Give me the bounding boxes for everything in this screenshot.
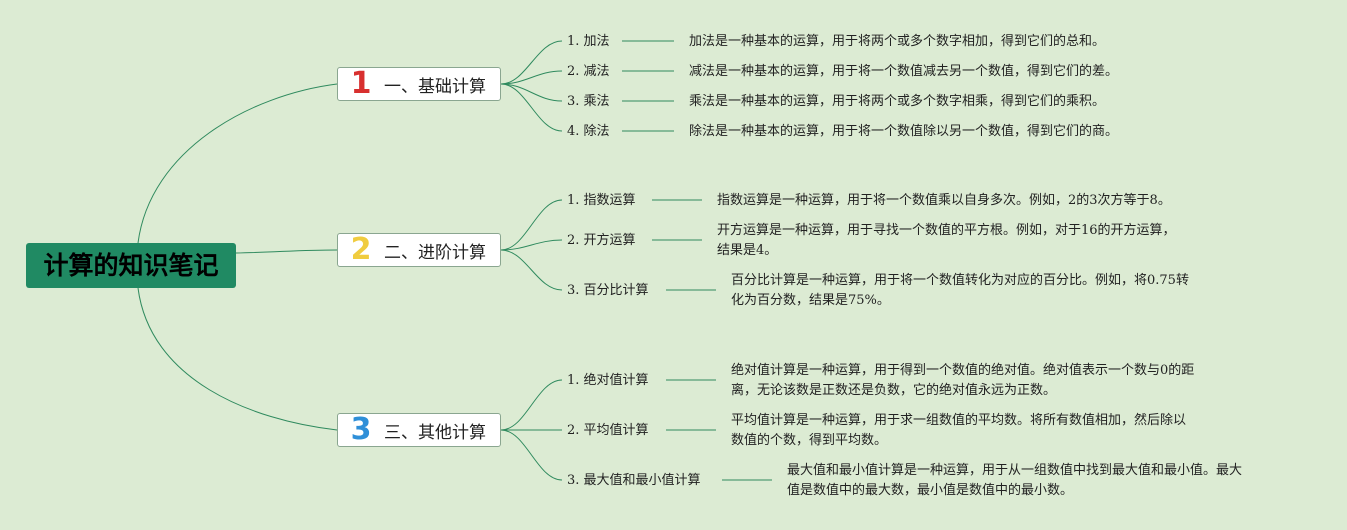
leaf-average[interactable]: 2. 平均值计算 xyxy=(567,423,649,438)
connector-root-branch-3 xyxy=(137,287,338,431)
branch-label: 二、进阶计算 xyxy=(384,242,486,263)
root-node[interactable]: 计算的知识笔记 xyxy=(26,243,236,288)
branch-basic-calculation[interactable]: 1 一、基础计算 xyxy=(337,67,501,101)
branch-number-1: 1 xyxy=(350,66,372,101)
leaf-absolute-value[interactable]: 1. 绝对值计算 xyxy=(567,373,649,388)
desc-max-min: 最大值和最小值计算是一种运算，用于从一组数值中找到最大值和最小值。最大 值是数值… xyxy=(787,463,1243,498)
leaf-max-min[interactable]: 3. 最大值和最小值计算 xyxy=(567,473,701,488)
desc-division: 除法是一种基本的运算，用于将一个数值除以另一个数值，得到它们的商。 xyxy=(689,124,1119,139)
branch-advanced-calculation[interactable]: 2 二、进阶计算 xyxy=(337,233,501,267)
leaf-subtraction[interactable]: 2. 减法 xyxy=(567,64,610,79)
connector-branch-2-leaf-3 xyxy=(500,249,563,291)
connector-branch-3-leaf-3 xyxy=(500,429,563,481)
connector-branch-1-leaf-4 xyxy=(500,83,563,132)
connector-root-branch-1 xyxy=(137,83,338,244)
desc-absolute-value: 绝对值计算是一种运算，用于得到一个数值的绝对值。绝对值表示一个数与0的距 离，无… xyxy=(731,363,1195,398)
leaf-exponent[interactable]: 1. 指数运算 xyxy=(567,193,636,208)
branch-label: 一、基础计算 xyxy=(384,76,486,97)
leaf-multiplication[interactable]: 3. 乘法 xyxy=(567,94,610,109)
desc-exponent: 指数运算是一种运算，用于将一个数值乘以自身多次。例如，2的3次方等于8。 xyxy=(717,193,1171,208)
branch-other-calculation[interactable]: 3 三、其他计算 xyxy=(337,413,501,447)
connector-root-branch-2 xyxy=(235,249,338,254)
connector-branch-2-leaf-1 xyxy=(500,199,563,251)
desc-addition: 加法是一种基本的运算，用于将两个或多个数字相加，得到它们的总和。 xyxy=(689,34,1106,49)
leaf-percentage[interactable]: 3. 百分比计算 xyxy=(567,283,649,298)
leaf-root[interactable]: 2. 开方运算 xyxy=(567,233,636,248)
branch-number-2: 2 xyxy=(350,232,372,267)
connector-branch-1-leaf-1 xyxy=(500,40,563,85)
desc-subtraction: 减法是一种基本的运算，用于将一个数值减去另一个数值，得到它们的差。 xyxy=(689,64,1119,79)
desc-multiplication: 乘法是一种基本的运算，用于将两个或多个数字相乘，得到它们的乘积。 xyxy=(689,94,1106,109)
branch-label: 三、其他计算 xyxy=(384,422,486,443)
branch-number-3: 3 xyxy=(350,412,372,447)
connector-branch-1-leaf-3 xyxy=(500,83,563,102)
leaf-addition[interactable]: 1. 加法 xyxy=(567,34,610,49)
desc-percentage: 百分比计算是一种运算，用于将一个数值转化为对应的百分比。例如，将0.75转 化为… xyxy=(731,273,1189,308)
desc-root: 开方运算是一种运算，用于寻找一个数值的平方根。例如，对于16的开方运算， 结果是… xyxy=(717,223,1176,258)
connector-branch-3-leaf-1 xyxy=(500,379,563,431)
connector-branch-2-leaf-2 xyxy=(500,239,563,251)
connector-branch-1-leaf-2 xyxy=(500,70,563,85)
leaf-division[interactable]: 4. 除法 xyxy=(567,124,610,139)
desc-average: 平均值计算是一种运算，用于求一组数值的平均数。将所有数值相加，然后除以 数值的个… xyxy=(731,413,1187,448)
